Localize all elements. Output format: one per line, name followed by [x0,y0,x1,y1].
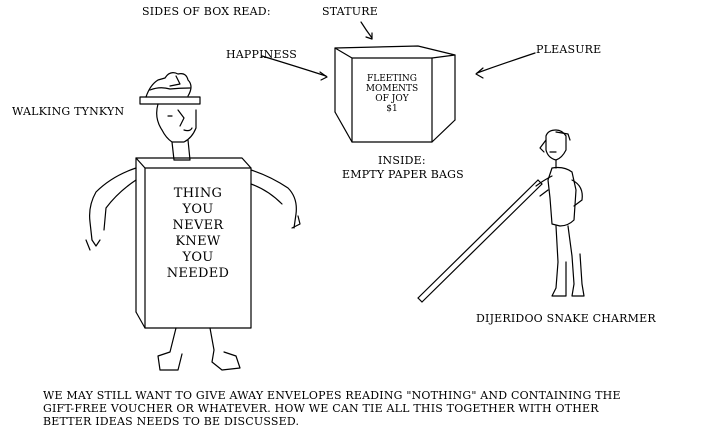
box-line: FLEETING [367,74,417,84]
snake-charmer-figure [417,129,585,303]
footer-line: BETTER IDEAS NEEDS TO BE DISCUSSED. [43,415,300,428]
inside-label: INSIDE: [378,154,426,167]
footer-note: WE MAY STILL WANT TO GIVE AWAY ENVELOPES… [43,389,693,428]
box-drawing [334,45,456,143]
arrow-stature [360,21,373,40]
sign-line: NEEDED [166,266,230,281]
sign-line: NEVER [172,218,224,233]
walking-tynkyn-label: WALKING TYNKYN [12,105,125,118]
sign-line: YOU [182,202,214,217]
dijeridoo-snake-charmer-label: DIJERIDOO SNAKE CHARMER [476,312,656,325]
box-line: MOMENTS [365,84,419,94]
empty-paper-bags-label: EMPTY PAPER BAGS [342,168,464,181]
stature-label: STATURE [322,5,378,18]
footer-line: WE MAY STILL WANT TO GIVE AWAY ENVELOPES… [43,389,621,402]
happiness-label: HAPPINESS [226,48,298,61]
box-line: OF JOY [375,94,409,104]
sign-line: YOU [182,250,214,265]
arrow-happiness [261,55,328,81]
box-front-text: FLEETING MOMENTS OF JOY $1 [357,74,427,114]
pleasure-label: PLEASURE [536,43,602,56]
walking-tynkyn-figure [85,72,301,371]
sign-line: KNEW [175,234,221,249]
sign-line: THING [173,186,223,201]
sign-text: THING YOU NEVER KNEW YOU NEEDED [145,186,251,282]
box-line: $1 [386,104,398,114]
sides-of-box-label: SIDES OF BOX READ: [142,5,271,18]
arrow-pleasure [475,52,536,79]
footer-line: GIFT-FREE VOUCHER OR WHATEVER. HOW WE CA… [43,402,599,415]
